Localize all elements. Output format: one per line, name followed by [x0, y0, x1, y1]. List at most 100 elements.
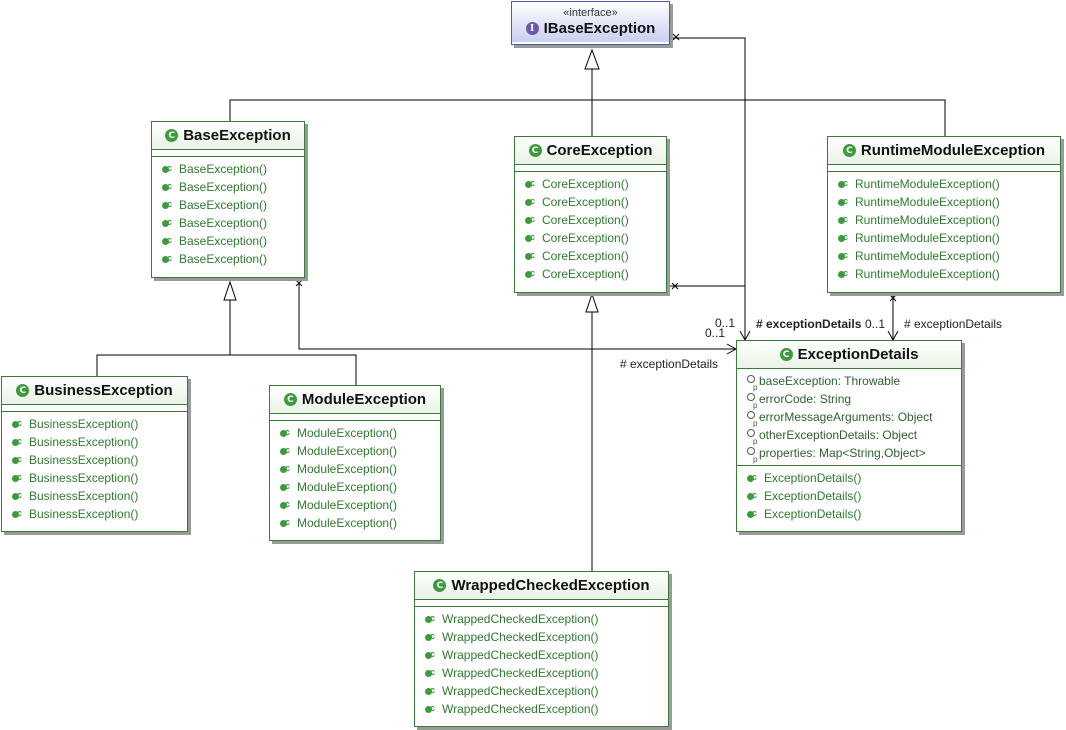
method-row[interactable]: WrappedCheckedException() [425, 609, 668, 628]
method-row[interactable]: WrappedCheckedException() [425, 645, 668, 664]
methods-section: BusinessException() BusinessException() … [2, 412, 187, 526]
class-businessexception[interactable]: C BusinessException BusinessException() … [1, 376, 188, 532]
method-name: RuntimeModuleException() [855, 231, 1000, 245]
method-row[interactable]: RuntimeModuleException() [838, 192, 1060, 211]
method-row[interactable]: BaseException() [162, 249, 304, 268]
attribute-row[interactable]: errorCode: String [747, 390, 961, 415]
constructor-icon [280, 513, 290, 531]
method-name: RuntimeModuleException() [855, 267, 1000, 281]
interface-header: «interface» I IBaseException [512, 2, 669, 42]
protected-field-icon [747, 411, 757, 433]
method-row[interactable]: WrappedCheckedException() [425, 699, 668, 718]
multiplicity-label: 0..1 [865, 317, 886, 331]
generalization-arrowhead-interface [584, 48, 600, 70]
class-wrappedcheckedexception[interactable]: C WrappedCheckedException WrappedChecked… [414, 571, 669, 727]
methods-section: RuntimeModuleException() RuntimeModuleEx… [828, 172, 1060, 286]
non-navigable-marker-2 [671, 282, 679, 290]
method-row[interactable]: WrappedCheckedException() [425, 663, 668, 682]
method-name: CoreException() [542, 177, 629, 191]
method-row[interactable]: BaseException() [162, 159, 304, 178]
method-row[interactable]: BusinessException() [12, 450, 187, 469]
method-row[interactable]: ModuleException() [280, 423, 440, 442]
method-row[interactable]: CoreException() [525, 264, 666, 283]
multiplicity-label: 0..1 [715, 316, 736, 330]
method-row[interactable]: CoreException() [525, 246, 666, 265]
constructor-icon [12, 468, 22, 486]
methods-section: CoreException() CoreException() CoreExce… [515, 172, 666, 286]
class-baseexception[interactable]: C BaseException BaseException() BaseExce… [151, 121, 305, 278]
constructor-icon [838, 246, 848, 264]
method-name: ModuleException() [297, 516, 398, 530]
class-header: C ModuleException [270, 386, 440, 414]
method-row[interactable]: CoreException() [525, 228, 666, 247]
method-row[interactable]: WrappedCheckedException() [425, 627, 668, 646]
method-row[interactable]: ModuleException() [280, 459, 440, 478]
attributes-section [515, 165, 666, 172]
method-row[interactable]: ExceptionDetails() [747, 468, 961, 487]
class-icon: C [283, 393, 297, 406]
attribute-text: otherExceptionDetails: Object [759, 428, 918, 442]
method-row[interactable]: CoreException() [525, 174, 666, 193]
method-row[interactable]: RuntimeModuleException() [838, 174, 1060, 193]
method-name: ModuleException() [297, 498, 398, 512]
method-row[interactable]: ModuleException() [280, 477, 440, 496]
method-row[interactable]: RuntimeModuleException() [838, 264, 1060, 283]
method-name: BaseException() [179, 162, 268, 176]
constructor-icon [12, 450, 22, 468]
constructor-icon [747, 486, 757, 504]
multiplicity-label: 0..1 [705, 326, 726, 340]
constructor-icon [838, 210, 848, 228]
class-header: C WrappedCheckedException [415, 572, 668, 600]
interface-ibaseexception[interactable]: «interface» I IBaseException [511, 1, 670, 45]
method-row[interactable]: BusinessException() [12, 432, 187, 451]
non-navigable-marker-1 [672, 33, 680, 41]
method-row[interactable]: ModuleException() [280, 513, 440, 532]
method-row[interactable]: ModuleException() [280, 441, 440, 460]
interface-icon: I [525, 22, 539, 35]
method-row[interactable]: ModuleException() [280, 495, 440, 514]
attributes-section [415, 600, 668, 607]
attribute-row[interactable]: errorMessageArguments: Object [747, 408, 961, 433]
method-row[interactable]: RuntimeModuleException() [838, 246, 1060, 265]
generalization-arrowhead-core [585, 292, 599, 313]
class-icon: C [528, 144, 542, 157]
constructor-icon [425, 645, 435, 663]
class-moduleexception[interactable]: C ModuleException ModuleException() Modu… [269, 385, 441, 541]
attribute-row[interactable]: properties: Map<String,Object> [747, 444, 961, 469]
method-row[interactable]: BaseException() [162, 195, 304, 214]
class-icon: C [779, 348, 793, 361]
method-name: RuntimeModuleException() [855, 177, 1000, 191]
method-row[interactable]: CoreException() [525, 210, 666, 229]
constructor-icon [525, 228, 535, 246]
method-row[interactable]: CoreException() [525, 192, 666, 211]
method-row[interactable]: BaseException() [162, 177, 304, 196]
method-name: ExceptionDetails() [764, 471, 862, 485]
method-row[interactable]: BusinessException() [12, 504, 187, 523]
method-row[interactable]: BaseException() [162, 213, 304, 232]
constructor-icon [838, 264, 848, 282]
method-row[interactable]: BusinessException() [12, 468, 187, 487]
constructor-icon [838, 174, 848, 192]
method-row[interactable]: ExceptionDetails() [747, 486, 961, 505]
attribute-row[interactable]: baseException: Throwable [747, 372, 961, 397]
methods-section: WrappedCheckedException() WrappedChecked… [415, 607, 668, 721]
constructor-icon [12, 504, 22, 522]
constructor-icon [12, 432, 22, 450]
method-name: RuntimeModuleException() [855, 249, 1000, 263]
constructor-icon [280, 477, 290, 495]
method-row[interactable]: BusinessException() [12, 414, 187, 433]
constructor-icon [747, 468, 757, 486]
method-row[interactable]: ExceptionDetails() [747, 504, 961, 523]
class-coreexception[interactable]: C CoreException CoreException() CoreExce… [514, 136, 667, 293]
method-row[interactable]: WrappedCheckedException() [425, 681, 668, 700]
class-runtimemoduleexception[interactable]: C RuntimeModuleException RuntimeModuleEx… [827, 136, 1061, 293]
class-exceptiondetails[interactable]: C ExceptionDetails baseException: Throwa… [736, 340, 962, 532]
attribute-row[interactable]: otherExceptionDetails: Object [747, 426, 961, 451]
method-row[interactable]: BusinessException() [12, 486, 187, 505]
method-name: ModuleException() [297, 444, 398, 458]
constructor-icon [425, 699, 435, 717]
method-row[interactable]: BaseException() [162, 231, 304, 250]
method-row[interactable]: RuntimeModuleException() [838, 210, 1060, 229]
method-row[interactable]: RuntimeModuleException() [838, 228, 1060, 247]
